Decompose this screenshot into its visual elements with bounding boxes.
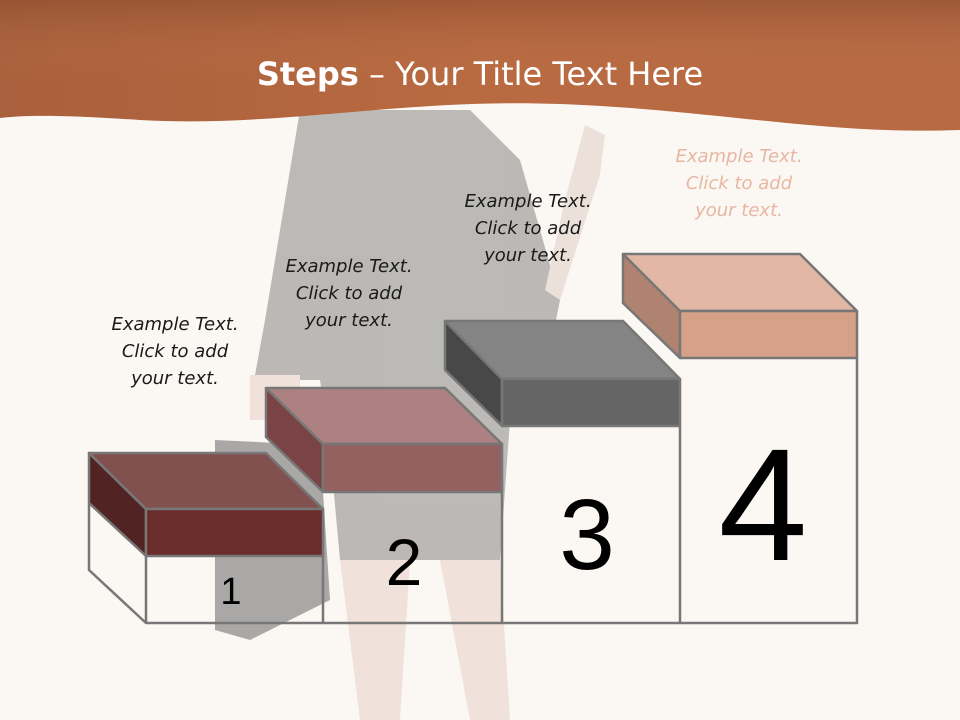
step-block-1 [87,451,325,558]
step-caption-1-line-3: your text. [131,368,219,389]
step-caption-4[interactable]: Example Text. Click to add your text. [649,143,829,224]
step-caption-2[interactable]: Example Text. Click to add your text. [259,253,439,334]
slide-title-bold: Steps [256,55,359,93]
step-caption-2-line-2: Click to add [295,283,403,304]
step-caption-4-line-2: Click to add [685,173,793,194]
header-band [0,0,960,131]
step-caption-2-line-1: Example Text. [285,256,413,277]
stair-outline [87,358,859,625]
step-caption-2-line-3: your text. [305,310,393,331]
step-caption-1-line-1: Example Text. [111,314,239,335]
step-caption-1[interactable]: Example Text. Click to add your text. [85,311,265,392]
step-caption-3-line-1: Example Text. [464,191,592,212]
step-caption-3-line-3: your text. [484,245,572,266]
step-caption-3-line-2: Click to add [474,218,582,239]
slide-title-rest: – Your Title Text Here [358,55,704,93]
slide-title[interactable]: Steps – Your Title Text Here [0,55,960,93]
step-block-3 [443,319,682,428]
step-caption-3[interactable]: Example Text. Click to add your text. [438,188,618,269]
step-caption-4-line-1: Example Text. [675,146,803,167]
step-number-4: 4 [719,415,808,594]
step-block-4 [621,252,859,360]
step-number-1: 1 [220,571,241,613]
step-caption-4-line-3: your text. [695,200,783,221]
step-number-2: 2 [386,525,423,599]
step-number-3: 3 [559,479,615,591]
step-caption-1-line-2: Click to add [121,341,229,362]
step-block-2 [264,386,504,494]
